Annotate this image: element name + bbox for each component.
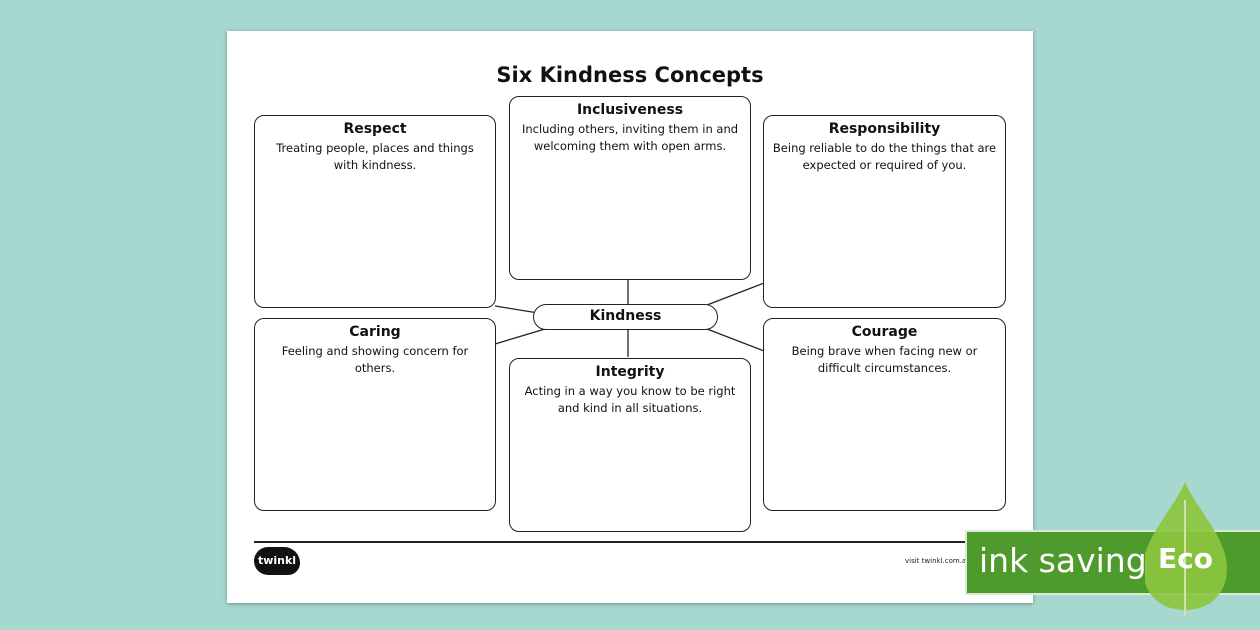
concept-box-respect: Respect Treating people, places and thin… xyxy=(254,115,496,308)
page-title: Six Kindness Concepts xyxy=(496,63,764,87)
concept-box-courage: Courage Being brave when facing new or d… xyxy=(763,318,1006,511)
concept-title: Courage xyxy=(851,324,918,340)
visit-website-text: visit twinkl.com.a xyxy=(905,557,967,565)
concept-description: Acting in a way you know to be right and… xyxy=(524,384,736,415)
concept-title: Respect xyxy=(343,121,407,137)
concept-title: Inclusiveness xyxy=(576,102,684,118)
concept-box-responsibility: Responsibility Being reliable to do the … xyxy=(763,115,1006,308)
concept-box-integrity: Integrity Acting in a way you know to be… xyxy=(509,358,751,532)
concept-title: Responsibility xyxy=(828,121,941,137)
concept-description: Treating people, places and things with … xyxy=(276,141,474,172)
twinkl-logo: twinkl xyxy=(254,547,300,575)
concept-description: Feeling and showing concern for others. xyxy=(281,344,469,375)
concept-description: Being brave when facing new or difficult… xyxy=(791,344,978,375)
eco-leaf-drop-icon xyxy=(1145,482,1227,616)
concept-description: Being reliable to do the things that are… xyxy=(772,141,997,172)
center-node-kindness: Kindness xyxy=(533,304,718,330)
concept-title: Integrity xyxy=(595,364,665,380)
ink-saving-text: ink saving xyxy=(979,541,1147,580)
concept-box-inclusiveness: Inclusiveness Including others, inviting… xyxy=(509,96,751,280)
concept-description: Including others, inviting them in and w… xyxy=(521,122,739,153)
concept-title: Caring xyxy=(349,324,401,340)
concept-box-caring: Caring Feeling and showing concern for o… xyxy=(254,318,496,511)
footer-divider xyxy=(254,541,1006,543)
eco-label: Eco xyxy=(1158,542,1213,575)
worksheet-page: Six Kindness Concepts Respect Treating p… xyxy=(227,31,1033,603)
